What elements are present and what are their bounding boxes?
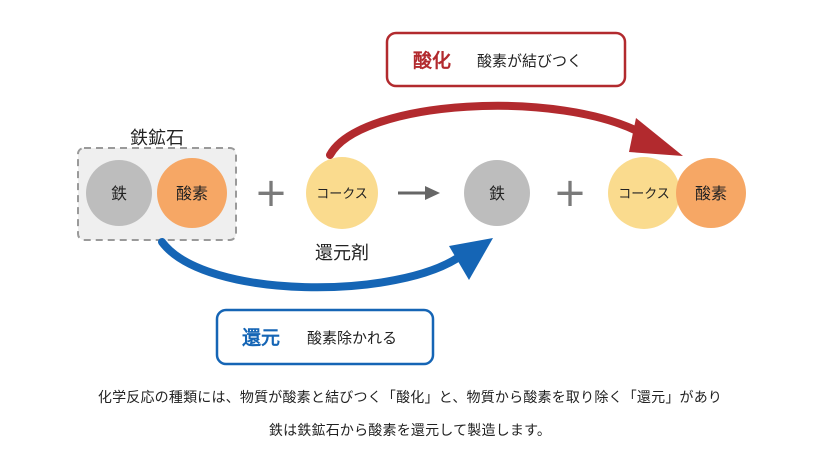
oxidation-label-box: 酸化 酸素が結びつく xyxy=(385,31,627,88)
caption-line-1: 化学反応の種類には、物質が酸素と結びつく「酸化」と、物質から酸素を取り除く「還元… xyxy=(97,390,723,406)
plus-operator-2: + xyxy=(553,170,587,216)
ore-group-label: 鉄鉱石 xyxy=(130,128,184,149)
reduction-term: 還元 xyxy=(242,327,280,349)
oxygen-circle-right xyxy=(676,158,746,228)
coke-label-left: コークス xyxy=(316,187,368,202)
oxidation-arrow xyxy=(326,101,683,159)
iron-circle-left xyxy=(86,160,152,226)
reduction-description: 酸素除かれる xyxy=(307,329,397,347)
plus-operator-1: + xyxy=(254,170,288,216)
iron-label-left: 鉄 xyxy=(111,184,127,203)
oxidation-description: 酸素が結びつく xyxy=(477,52,582,70)
coke-circle-right xyxy=(608,157,680,229)
oxygen-label-right: 酸素 xyxy=(695,184,727,203)
oxygen-circle-left xyxy=(157,158,227,228)
reaction-arrow xyxy=(398,186,440,200)
coke-label-right: コークス xyxy=(618,187,670,202)
oxidation-term: 酸化 xyxy=(413,49,451,72)
reduction-label-box: 還元 酸素除かれる xyxy=(215,308,435,366)
reduction-arrow xyxy=(158,238,493,292)
coke-circle-left xyxy=(306,157,378,229)
iron-label-right: 鉄 xyxy=(489,184,505,203)
caption-line-2: 鉄は鉄鉱石から酸素を還元して製造します。 xyxy=(268,423,552,439)
iron-circle-right xyxy=(464,160,530,226)
reducing-agent-label: 還元剤 xyxy=(315,243,369,264)
oxygen-label-left: 酸素 xyxy=(176,184,208,203)
